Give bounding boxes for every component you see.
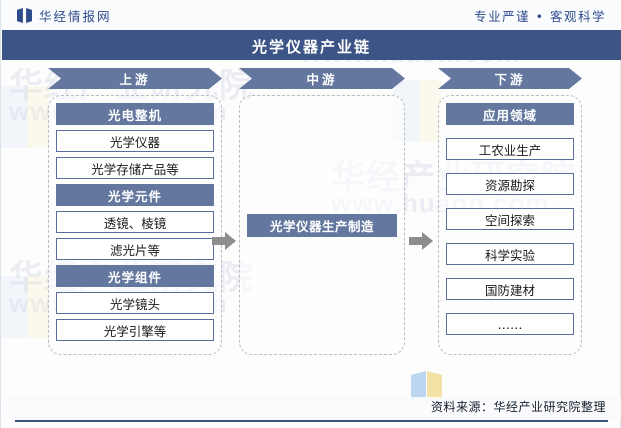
cell-label: 工农业生产 <box>478 142 542 158</box>
cell-label: 透镜、棱镜 <box>103 215 167 231</box>
banner-downstream: 下游 <box>438 68 582 89</box>
column-midstream: 中游 光学仪器生产制造 <box>239 68 405 355</box>
footer-divider <box>15 419 608 422</box>
midstream-container: 光学仪器生产制造 <box>239 95 405 355</box>
cell-label: 光学组件 <box>107 269 162 285</box>
banner-upstream-label: 上游 <box>119 72 151 87</box>
slogan-text: 专业严谨 • 客观科学 <box>474 9 606 24</box>
upstream-item[interactable]: 光学存储产品等 <box>56 157 214 179</box>
cell-label: 滤光片等 <box>109 242 160 258</box>
downstream-item[interactable]: …… <box>446 313 574 335</box>
downstream-item[interactable]: 国防建材 <box>446 278 574 300</box>
cell-label: 光学仪器 <box>109 134 160 150</box>
upstream-item[interactable]: 光学镜头 <box>56 292 214 314</box>
column-downstream: 下游 应用领域 工农业生产 资源勘探 空间探索 科学实验 国防建材 …… <box>438 68 582 355</box>
upstream-item[interactable]: 透镜、棱镜 <box>56 211 214 233</box>
downstream-item[interactable]: 工农业生产 <box>446 138 574 160</box>
page-title-text: 光学仪器产业链 <box>251 38 371 56</box>
cell-label: 光学元件 <box>107 188 162 204</box>
banner-midstream: 中游 <box>239 68 405 89</box>
cell-label: 光学引擎等 <box>103 323 167 339</box>
upstream-group-head[interactable]: 光电整机 <box>56 103 214 125</box>
arrow-right-icon <box>212 232 236 250</box>
brand: 华经情报网 <box>17 6 112 25</box>
upstream-item[interactable]: 光学仪器 <box>56 130 214 152</box>
midstream-node[interactable]: 光学仪器生产制造 <box>247 214 397 237</box>
top-header-bar: 华经情报网 专业严谨 • 客观科学 <box>1 0 621 31</box>
cell-label: 光学存储产品等 <box>91 161 179 177</box>
downstream-item[interactable]: 科学实验 <box>446 243 574 265</box>
chain-board: 上游 光电整机 光学仪器 光学存储产品等 光学元件 透镜、棱镜 滤光片等 光学组… <box>1 60 621 400</box>
header-divider <box>2 30 621 33</box>
upstream-item[interactable]: 滤光片等 <box>56 238 214 260</box>
downstream-item[interactable]: 空间探索 <box>446 208 574 230</box>
cell-label: 科学实验 <box>484 247 535 263</box>
downstream-container: 应用领域 工农业生产 资源勘探 空间探索 科学实验 国防建材 …… <box>438 95 582 355</box>
cell-label: 空间探索 <box>484 212 535 228</box>
page-title: 光学仪器产业链 <box>2 33 621 60</box>
banner-midstream-label: 中游 <box>306 72 338 87</box>
cell-label: 光学镜头 <box>109 296 160 312</box>
source-note: 资料来源：华经产业研究院整理 <box>430 400 606 414</box>
banner-upstream: 上游 <box>48 68 222 89</box>
column-upstream: 上游 光电整机 光学仪器 光学存储产品等 光学元件 透镜、棱镜 滤光片等 光学组… <box>48 68 222 355</box>
upstream-item[interactable]: 光学引擎等 <box>56 319 214 341</box>
brand-name: 华经情报网 <box>39 9 112 24</box>
upstream-group-head[interactable]: 光学元件 <box>56 184 214 206</box>
cell-label: 光学仪器生产制造 <box>269 219 374 234</box>
arrow-right-icon <box>409 232 433 250</box>
downstream-item[interactable]: 资源勘探 <box>446 173 574 195</box>
cell-label: 国防建材 <box>484 282 535 298</box>
downstream-head[interactable]: 应用领域 <box>446 103 574 125</box>
upstream-group-container: 光电整机 光学仪器 光学存储产品等 光学元件 透镜、棱镜 滤光片等 光学组件 光… <box>48 95 222 355</box>
footer-logo-icon <box>411 371 442 401</box>
open-book-icon <box>17 8 32 23</box>
cell-label: 光电整机 <box>107 107 162 123</box>
cell-label: 应用领域 <box>482 107 537 123</box>
connector-midstream-to-downstream <box>409 232 433 250</box>
cell-label: …… <box>497 316 523 332</box>
footer-band <box>2 397 621 419</box>
banner-downstream-label: 下游 <box>494 72 526 87</box>
upstream-group-head[interactable]: 光学组件 <box>56 265 214 287</box>
connector-upstream-to-midstream <box>212 232 236 250</box>
cell-label: 资源勘探 <box>484 177 535 193</box>
